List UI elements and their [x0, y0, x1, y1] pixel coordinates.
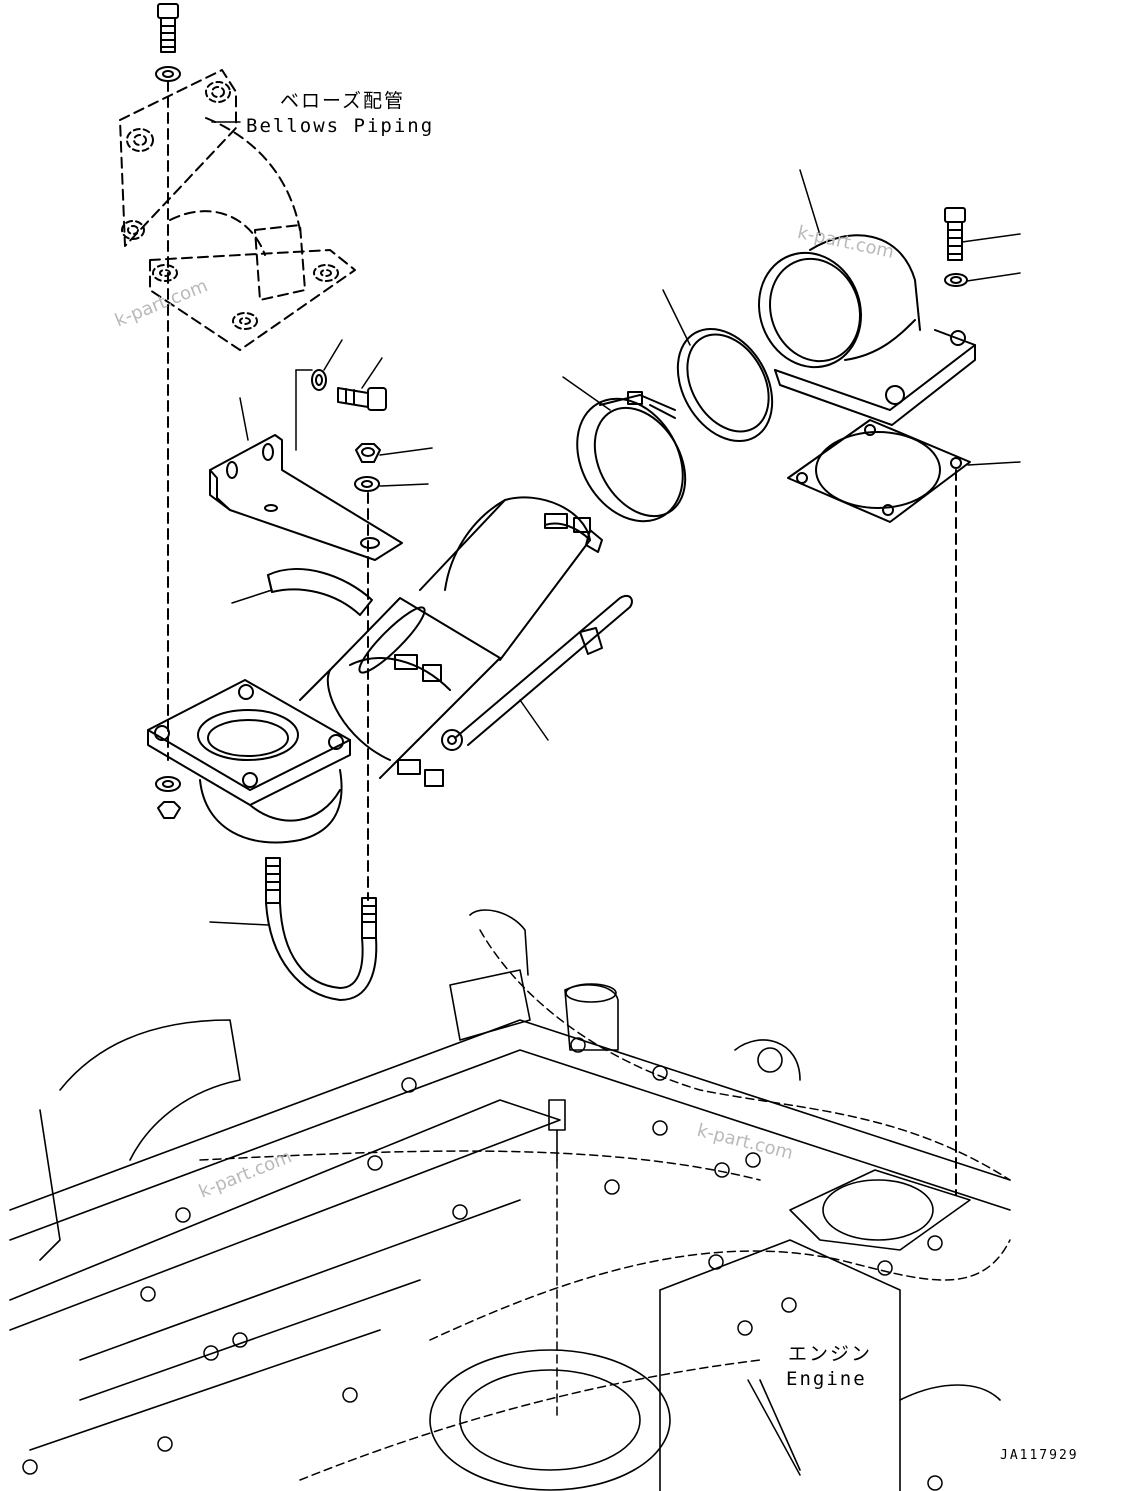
v-band-clamp [576, 391, 687, 523]
u-bolt [265, 857, 378, 1001]
top-left-bolt [157, 3, 179, 53]
bellows-piping-jp-label: ベローズ配管 [280, 90, 406, 112]
flange-gasket [787, 419, 971, 523]
bellows-piping-en-label: Bellows Piping [246, 115, 435, 137]
inlet-flange [147, 679, 351, 844]
bracket-nut [355, 443, 381, 463]
right-bolt [944, 207, 966, 261]
engine [9, 909, 1011, 1491]
bracket-washer [354, 476, 380, 492]
muffler-assembly [299, 496, 633, 787]
bracket [209, 434, 403, 561]
heat-shield-pad [267, 568, 373, 616]
top-left-washer [155, 66, 181, 82]
drawing-code: JA117929 [1000, 1448, 1079, 1463]
engine-en-label: Engine [786, 1368, 867, 1390]
engine-bolts [22, 1037, 943, 1491]
exhaust-elbow [757, 234, 976, 426]
engine-jp-label: エンジン [788, 1343, 873, 1365]
gasket-ring [676, 327, 774, 443]
bracket-bolt [337, 387, 387, 411]
